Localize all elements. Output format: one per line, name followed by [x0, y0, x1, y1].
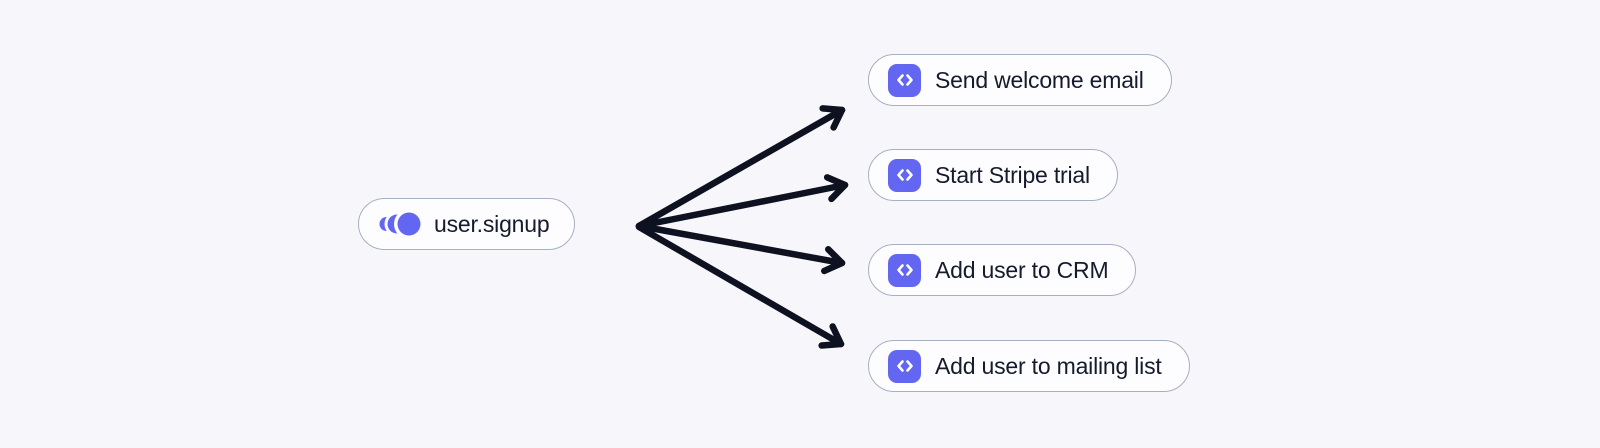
edge-user-signup-to-send-welcome-email — [635, 105, 846, 230]
function-node-label: Add user to mailing list — [935, 352, 1162, 379]
code-icon — [888, 63, 921, 97]
function-node-add-user-to-crm[interactable]: Add user to CRM — [868, 244, 1137, 296]
function-node-label: Send welcome email — [935, 66, 1144, 93]
function-node-send-welcome-email[interactable]: Send welcome email — [868, 54, 1172, 106]
code-icon — [888, 349, 921, 383]
code-icon — [888, 158, 921, 192]
function-node-label: Start Stripe trial — [935, 161, 1090, 188]
edge-user-signup-to-add-user-to-crm — [635, 222, 846, 275]
edge-user-signup-to-add-user-to-mailing-list — [635, 223, 845, 349]
event-node-label: user.signup — [434, 210, 550, 237]
function-node-label: Add user to CRM — [935, 256, 1109, 283]
code-icon — [888, 253, 921, 287]
edge-user-signup-to-start-stripe-trial — [635, 174, 849, 230]
function-node-start-stripe-trial[interactable]: Start Stripe trial — [868, 149, 1118, 201]
function-node-add-user-to-mailing-list[interactable]: Add user to mailing list — [868, 340, 1190, 392]
event-pulse-icon — [379, 211, 421, 237]
event-node-user-signup[interactable]: user.signup — [358, 198, 576, 250]
